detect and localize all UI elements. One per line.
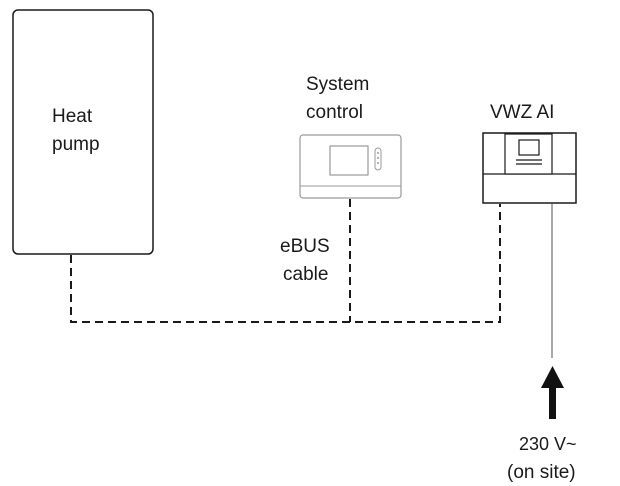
power-supply-label-line2: (on site) [507,462,576,483]
arrow-up-icon [541,366,564,419]
system-control-label-line1: System [306,74,369,95]
system-control-label-line2: control [306,102,363,123]
heat-pump-label-line1: Heat [52,106,93,127]
ebus-cable-heat-pump-run [70,204,501,323]
system-control-display [329,145,369,176]
vwz-ai-module: VWZ AI [482,102,577,204]
system-control: System control [299,74,402,199]
system-control-button-dot [377,157,379,159]
ebus-cable-label-line1: eBUS [280,236,330,257]
power-supply-label-line1: 230 V~ [519,434,577,454]
ebus-cable-label-line2: cable [283,264,328,285]
heat-pump: Heat pump [12,9,154,255]
system-control-button-dot [377,162,379,164]
ebus-cable [70,199,501,323]
system-control-button-dot [377,152,379,154]
vwz-ai-label: VWZ AI [490,102,554,123]
heat-pump-label-line2: pump [52,134,100,155]
vwz-ai-display [518,139,540,156]
heat-pump-box [12,9,154,255]
